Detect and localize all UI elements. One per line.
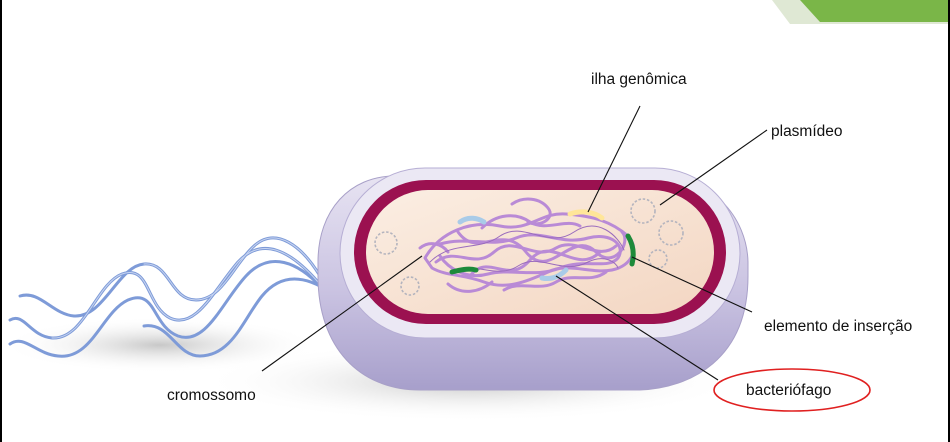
slide: ilha genômica plasmídeo elemento de inse… [0,0,950,442]
slide-frame [0,0,950,442]
